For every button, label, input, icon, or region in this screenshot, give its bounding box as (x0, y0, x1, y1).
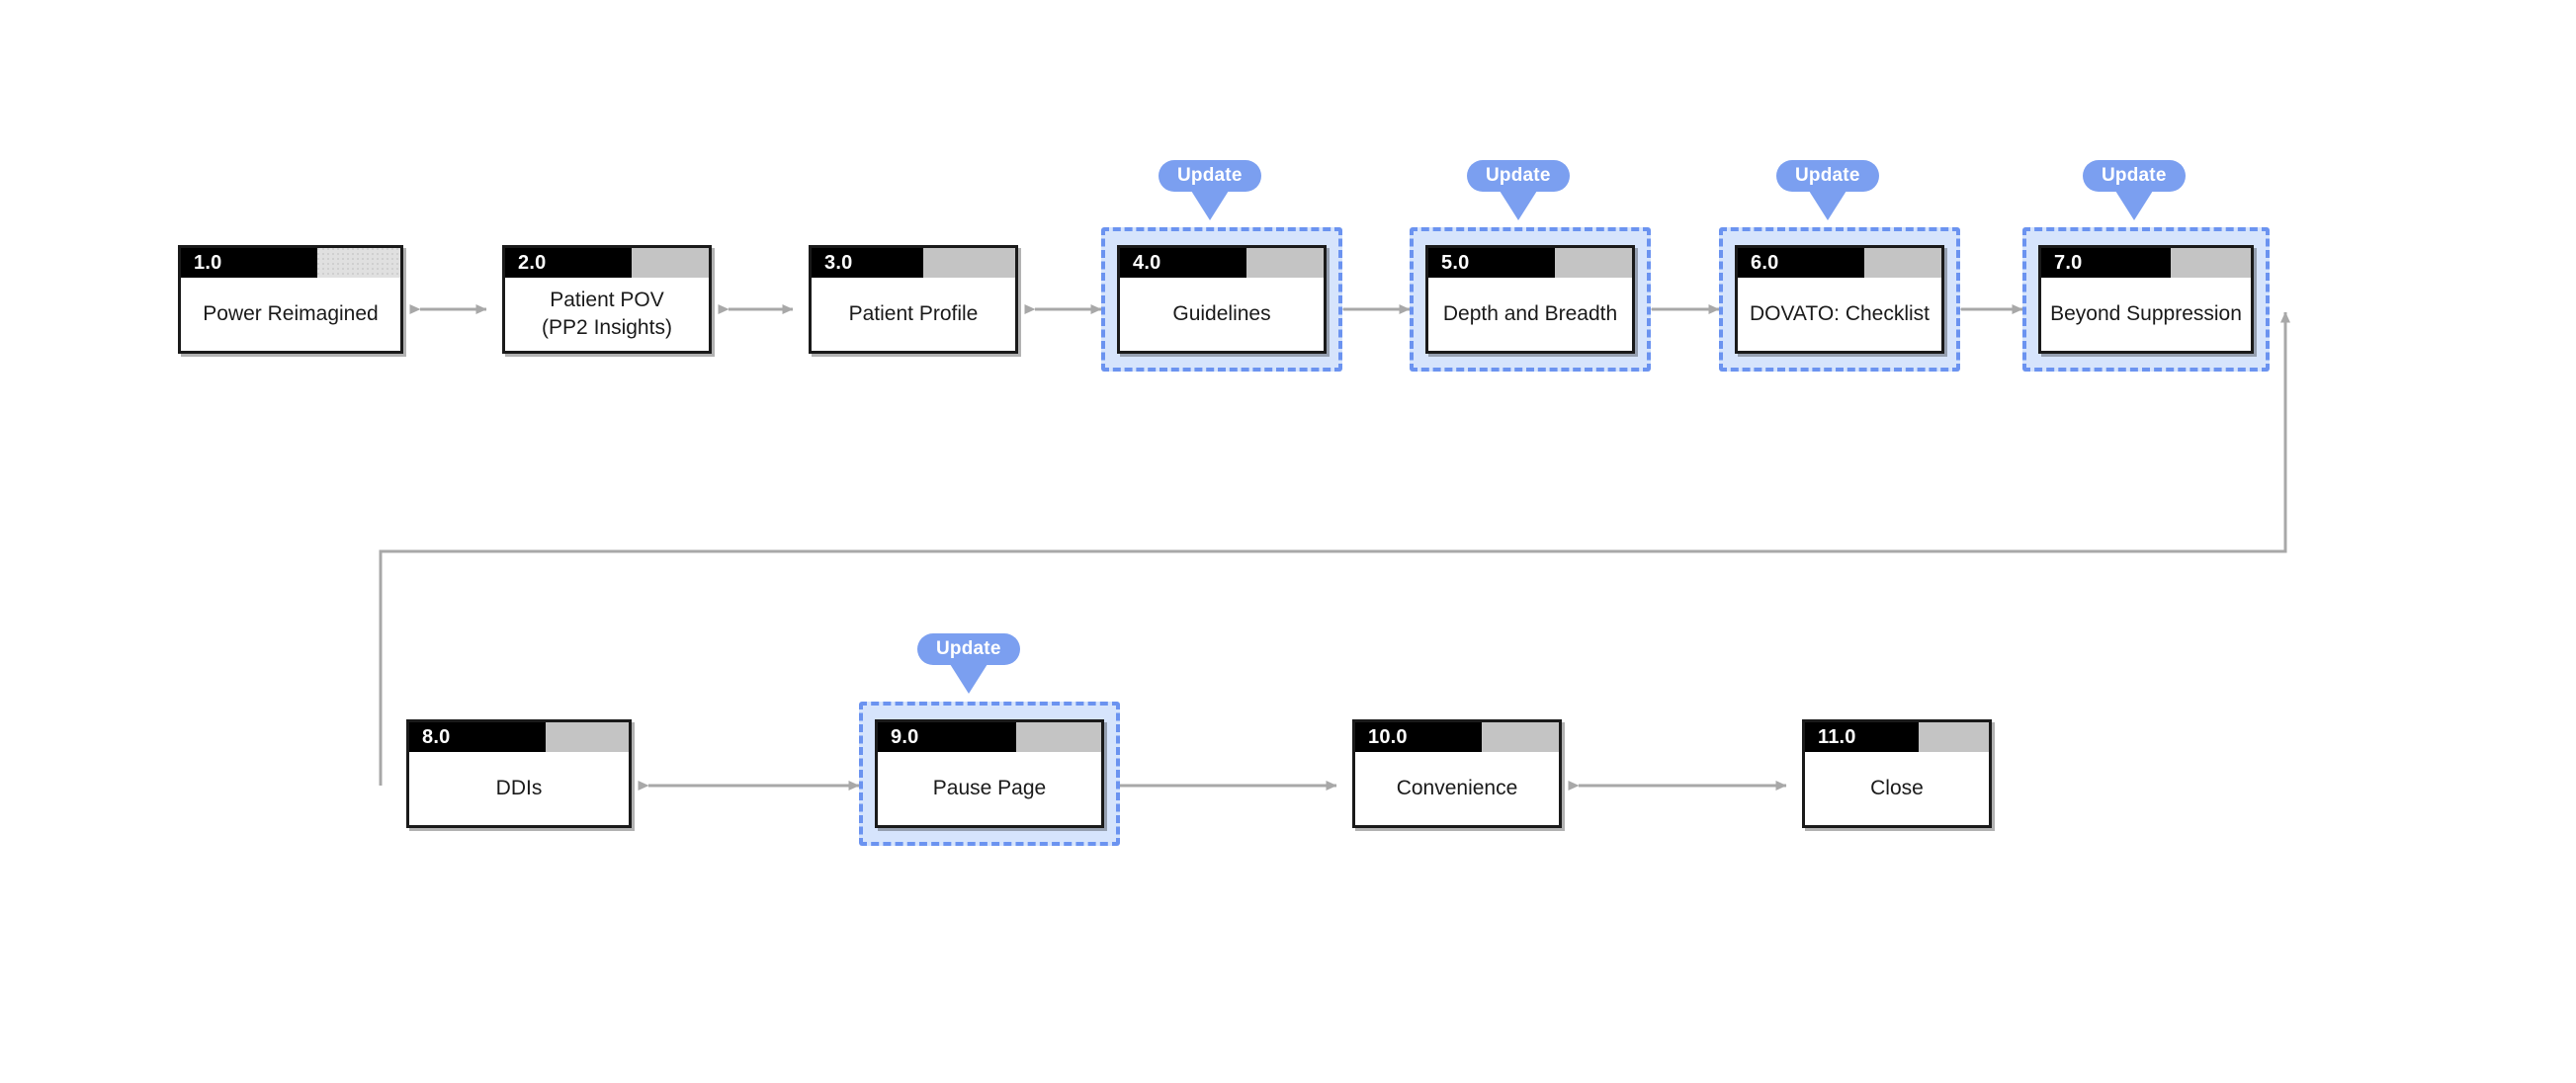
node-guidelines[interactable]: 4.0 Guidelines (1117, 245, 1327, 354)
node-header-bar: 11.0 (1805, 722, 1989, 752)
node-label: Close (1870, 777, 1924, 800)
node-beyond-suppression[interactable]: 7.0 Beyond Suppression (2038, 245, 2254, 354)
node-id: 2.0 (518, 251, 547, 274)
update-badge-label: Update (2083, 160, 2186, 192)
node-header-bar: 6.0 (1738, 248, 1941, 278)
node-id: 10.0 (1368, 725, 1408, 748)
node-header-bar: 8.0 (409, 722, 629, 752)
update-badge-beyond-suppression[interactable]: Update (2083, 160, 2186, 220)
node-id: 5.0 (1441, 251, 1470, 274)
progress-indicator (1552, 248, 1632, 278)
update-badge-guidelines[interactable]: Update (1159, 160, 1261, 220)
node-convenience[interactable]: 10.0 Convenience (1352, 719, 1562, 828)
node-label: DOVATO: Checklist (1749, 302, 1931, 326)
node-header-bar: 3.0 (812, 248, 1015, 278)
progress-indicator (1244, 248, 1324, 278)
node-id: 9.0 (891, 725, 919, 748)
node-dovato-checklist[interactable]: 6.0 DOVATO: Checklist (1735, 245, 1944, 354)
badge-pointer-icon (1190, 191, 1229, 220)
update-badge-label: Update (1467, 160, 1570, 192)
node-label: Patient Profile (848, 302, 979, 326)
update-badge-label: Update (1776, 160, 1879, 192)
badge-pointer-icon (1499, 191, 1537, 220)
node-label: Patient POV (PP2 Insights) (505, 278, 709, 351)
node-label-line-2: (PP2 Insights) (542, 316, 672, 339)
node-header-bar: 1.0 (181, 248, 400, 278)
node-patient-profile[interactable]: 3.0 Patient Profile (809, 245, 1018, 354)
node-depth-and-breadth[interactable]: 5.0 Depth and Breadth (1425, 245, 1635, 354)
node-label: Power Reimagined (203, 302, 379, 326)
node-header-bar: 2.0 (505, 248, 709, 278)
node-id: 6.0 (1751, 251, 1779, 274)
progress-indicator (1917, 722, 1989, 752)
progress-indicator (543, 722, 629, 752)
update-badge-label: Update (1159, 160, 1261, 192)
node-id: 3.0 (824, 251, 853, 274)
node-header-bar: 9.0 (878, 722, 1101, 752)
update-badge-depth-and-breadth[interactable]: Update (1467, 160, 1570, 220)
node-id: 1.0 (194, 251, 222, 274)
node-label: DDIs (495, 777, 543, 800)
node-header-bar: 4.0 (1120, 248, 1324, 278)
node-label: Pause Page (932, 777, 1047, 800)
update-badge-pause-page[interactable]: Update (917, 633, 1020, 694)
node-id: 8.0 (422, 725, 451, 748)
edge-8-7-routed (379, 311, 2290, 786)
node-label: Guidelines (1172, 302, 1271, 326)
node-header-bar: 7.0 (2041, 248, 2251, 278)
badge-pointer-icon (949, 664, 987, 694)
node-label-line-1: Patient POV (550, 289, 664, 312)
node-id: 4.0 (1133, 251, 1161, 274)
node-header-bar: 10.0 (1355, 722, 1559, 752)
progress-indicator (629, 248, 709, 278)
update-badge-label: Update (917, 633, 1020, 665)
node-id: 11.0 (1818, 725, 1856, 748)
progress-indicator (921, 248, 1015, 278)
badge-pointer-icon (1808, 191, 1846, 220)
node-label: Depth and Breadth (1442, 302, 1618, 326)
node-patient-pov[interactable]: 2.0 Patient POV (PP2 Insights) (502, 245, 712, 354)
node-close[interactable]: 11.0 Close (1802, 719, 1992, 828)
progress-indicator (1861, 248, 1941, 278)
progress-indicator (314, 248, 400, 278)
node-id: 7.0 (2054, 251, 2083, 274)
progress-indicator (2169, 248, 2251, 278)
node-ddis[interactable]: 8.0 DDIs (406, 719, 632, 828)
node-label: Convenience (1396, 777, 1518, 800)
progress-indicator (1479, 722, 1559, 752)
node-label: Beyond Suppression (2050, 302, 2242, 326)
node-power-reimagined[interactable]: 1.0 Power Reimagined (178, 245, 403, 354)
node-header-bar: 5.0 (1428, 248, 1632, 278)
badge-pointer-icon (2114, 191, 2153, 220)
progress-indicator (1014, 722, 1101, 752)
node-pause-page[interactable]: 9.0 Pause Page (875, 719, 1104, 828)
update-badge-dovato-checklist[interactable]: Update (1776, 160, 1879, 220)
